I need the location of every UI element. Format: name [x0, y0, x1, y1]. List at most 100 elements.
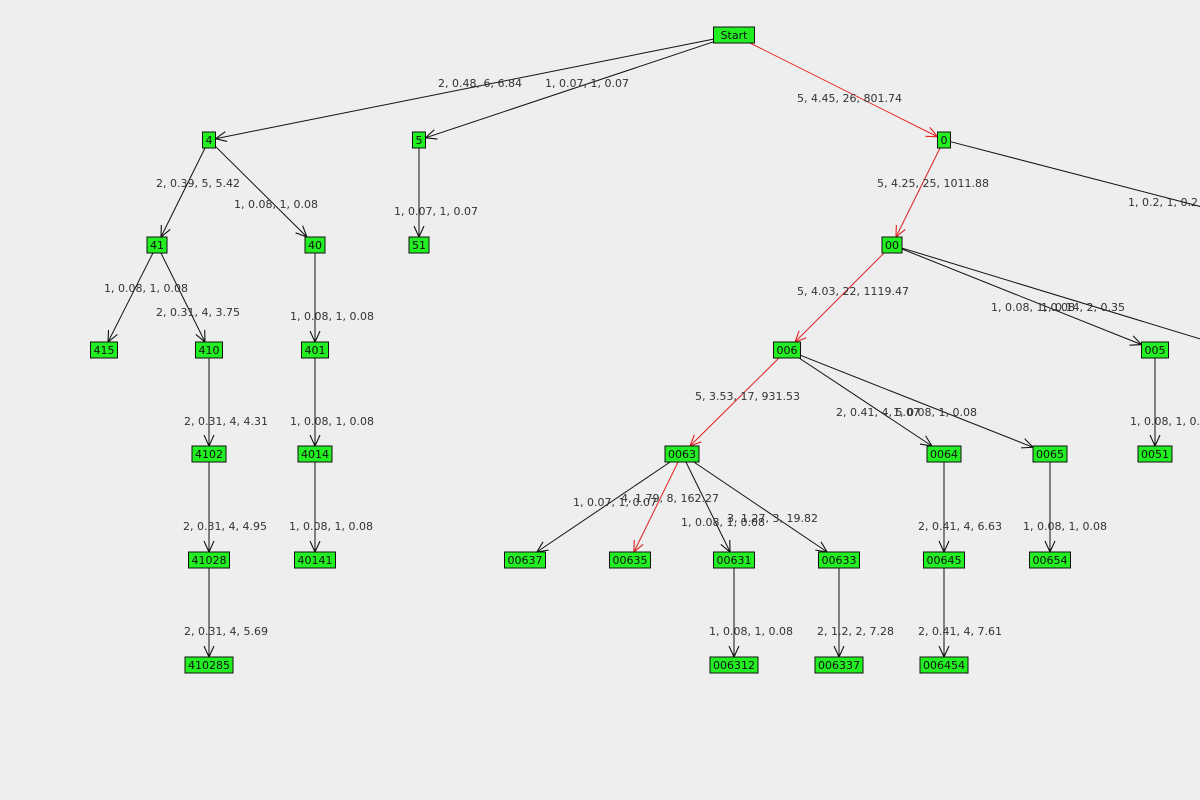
node-n00631[interactable]: 00631: [713, 551, 755, 569]
edge-label-n006-to-n0064: 2, 0.41, 4, 5.07: [836, 406, 920, 419]
edge-n0063-to-n00633: [693, 461, 827, 552]
edge-label-n00-to-n005: 1, 0.08, 1, 0.08: [991, 301, 1075, 314]
node-n5[interactable]: 5: [412, 131, 426, 149]
edge-layer: [108, 38, 1200, 657]
node-n40[interactable]: 40: [304, 236, 326, 254]
node-n006337[interactable]: 006337: [814, 656, 864, 674]
node-box: [504, 551, 546, 569]
node-label: 006312: [713, 659, 755, 672]
edge-n41-to-n415: [108, 252, 154, 342]
edge-n4-to-n40: [215, 146, 307, 237]
node-box: [664, 445, 700, 463]
node-n005[interactable]: 005: [1141, 341, 1169, 359]
node-label: 4102: [195, 448, 223, 461]
node-n40141[interactable]: 40141: [294, 551, 336, 569]
node-start[interactable]: Start: [713, 26, 755, 44]
edge-n00-to-n006-highlighted: [795, 252, 885, 342]
node-n410285[interactable]: 410285: [184, 656, 234, 674]
node-label: 5: [416, 134, 423, 147]
node-n41028[interactable]: 41028: [188, 551, 230, 569]
node-label: 00635: [613, 554, 648, 567]
edge-label-n4102-to-n41028: 2, 0.31, 4, 4.95: [183, 520, 267, 533]
node-n006312[interactable]: 006312: [709, 656, 759, 674]
edge-label-n00631-to-n006312: 1, 0.08, 1, 0.08: [709, 625, 793, 638]
node-label: 410: [199, 344, 220, 357]
node-label: 0065: [1036, 448, 1064, 461]
node-n00633[interactable]: 00633: [818, 551, 860, 569]
node-label: 0064: [930, 448, 958, 461]
edge-label-n401-to-n4014: 1, 0.08, 1, 0.08: [290, 415, 374, 428]
edge-label-n410-to-n4102: 2, 0.31, 4, 4.31: [184, 415, 268, 428]
edge-label-n00-to-offscreen_b: 1, 0.14, 2, 0.35: [1041, 301, 1125, 314]
edge-label-n00-to-n006: 5, 4.03, 22, 1119.47: [797, 285, 909, 298]
node-n00[interactable]: 00: [881, 236, 903, 254]
node-label: 0063: [668, 448, 696, 461]
edge-label-n41028-to-n410285: 2, 0.31, 4, 5.69: [184, 625, 268, 638]
node-n0051[interactable]: 0051: [1137, 445, 1173, 463]
node-n0064[interactable]: 0064: [926, 445, 962, 463]
edge-n0063-to-n00637: [537, 461, 671, 552]
node-box: [713, 551, 755, 569]
node-n0063[interactable]: 0063: [664, 445, 700, 463]
edge-label-n4-to-n41: 2, 0.39, 5, 5.42: [156, 177, 240, 190]
edge-label-n5-to-n51: 1, 0.07, 1, 0.07: [394, 205, 478, 218]
edge-n00-to-offscreen_b: [901, 247, 1200, 340]
node-box: [195, 341, 223, 359]
node-box: [814, 656, 864, 674]
edge-label-n0063-to-n00633: 3, 1.27, 3, 19.82: [727, 512, 818, 525]
edge-n006-to-n0063-highlighted: [690, 357, 780, 446]
node-n4102[interactable]: 4102: [191, 445, 227, 463]
node-n00645[interactable]: 00645: [923, 551, 965, 569]
node-n00637[interactable]: 00637: [504, 551, 546, 569]
node-box: [188, 551, 230, 569]
node-box: [709, 656, 759, 674]
node-n410[interactable]: 410: [195, 341, 223, 359]
node-label: 41: [150, 239, 164, 252]
edge-label-n0063-to-n00635: 4, 1.79, 8, 162.27: [621, 492, 719, 505]
node-label: 00: [885, 239, 899, 252]
node-box: [408, 236, 430, 254]
node-box: [90, 341, 118, 359]
edge-label-n00645-to-n006454: 2, 0.41, 4, 7.61: [918, 625, 1002, 638]
node-label: 401: [305, 344, 326, 357]
node-box: [1137, 445, 1173, 463]
edge-n0063-to-n00631: [685, 461, 730, 552]
edge-label-n41-to-n415: 1, 0.08, 1, 0.08: [104, 282, 188, 295]
node-box: [923, 551, 965, 569]
node-label: 006337: [818, 659, 860, 672]
edge-n00-to-n005: [901, 248, 1142, 345]
node-label: 0: [941, 134, 948, 147]
edge-n0063-to-n00635-highlighted: [634, 461, 679, 552]
edge-label-start-to-n5: 1, 0.07, 1, 0.07: [545, 77, 629, 90]
node-n401[interactable]: 401: [301, 341, 329, 359]
node-n006[interactable]: 006: [773, 341, 801, 359]
node-box: [184, 656, 234, 674]
node-box: [294, 551, 336, 569]
node-n006454[interactable]: 006454: [919, 656, 969, 674]
node-label: 41028: [192, 554, 227, 567]
edge-label-n0-to-offscreen_a: 1, 0.2, 1, 0.2: [1128, 196, 1198, 209]
node-label: 005: [1145, 344, 1166, 357]
node-box: [412, 131, 426, 149]
node-n00635[interactable]: 00635: [609, 551, 651, 569]
node-n0065[interactable]: 0065: [1032, 445, 1068, 463]
edge-label-start-to-n4: 2, 0.48, 6, 6.84: [438, 77, 522, 90]
node-n0[interactable]: 0: [937, 131, 951, 149]
edge-n0-to-n00-highlighted: [896, 147, 941, 237]
node-n00654[interactable]: 00654: [1029, 551, 1071, 569]
edge-label-n41-to-n410: 2, 0.31, 4, 3.75: [156, 306, 240, 319]
node-n41[interactable]: 41: [146, 236, 168, 254]
node-n415[interactable]: 415: [90, 341, 118, 359]
node-label: 410285: [188, 659, 230, 672]
node-n4014[interactable]: 4014: [297, 445, 333, 463]
node-box: [881, 236, 903, 254]
node-n51[interactable]: 51: [408, 236, 430, 254]
edge-label-n4014-to-n40141: 1, 0.08, 1, 0.08: [289, 520, 373, 533]
node-box: [304, 236, 326, 254]
node-box: [297, 445, 333, 463]
edge-start-to-n4: [216, 38, 714, 139]
node-n4[interactable]: 4: [202, 131, 216, 149]
node-label: 00637: [508, 554, 543, 567]
